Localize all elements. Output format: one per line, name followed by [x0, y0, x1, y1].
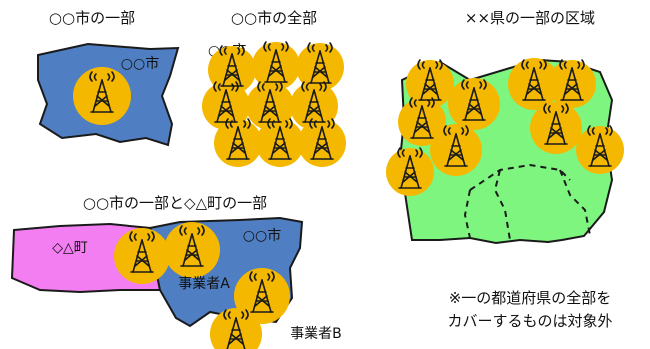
- coverage-area: [202, 82, 250, 130]
- municipal-boundaries: [463, 163, 591, 241]
- coverage-cluster: [386, 58, 624, 196]
- coverage-area: [448, 78, 500, 130]
- coverage-area: [256, 119, 304, 167]
- panel-title: ○○市の全部: [231, 9, 317, 27]
- panel-title: ○○市の一部: [49, 9, 135, 27]
- coverage-area: [164, 222, 220, 278]
- panel-title: ××県の一部の区域: [465, 9, 595, 27]
- coverage-cluster: [202, 41, 346, 167]
- coverage-area: [508, 58, 560, 110]
- town-label: ◇△町: [52, 240, 88, 256]
- note-line-2: カバーするものは対象外: [447, 312, 612, 330]
- coverage-area: [530, 102, 582, 154]
- note-line-1: ※一の都道府県の全部を: [449, 289, 612, 307]
- operator-a-label: 事業者A: [178, 276, 230, 292]
- city-label: ○○市: [243, 227, 281, 244]
- coverage-area: [398, 98, 446, 146]
- operator-b-label: 事業者B: [290, 326, 342, 342]
- coverage-area: [73, 67, 131, 125]
- panel-two-areas: ○○市の一部と◇△町の一部 ◇△町 ○○市 事業者A 事業者B: [10, 194, 342, 349]
- coverage-area: [406, 60, 454, 108]
- coverage-area: [252, 42, 300, 90]
- coverage-area: [114, 228, 170, 284]
- coverage-area: [290, 82, 338, 130]
- coverage-area: [234, 268, 290, 324]
- coverage-area: [296, 43, 344, 91]
- city-label: ○○市: [121, 55, 159, 72]
- panel-city-whole: ○○市の全部 ○○市: [202, 9, 346, 167]
- coverage-area: [210, 308, 262, 349]
- coverage-area: [548, 60, 596, 108]
- coverage-area: [576, 126, 624, 174]
- panel-prefecture-part: ××県の一部の区域 ※一の都道府県: [386, 9, 624, 330]
- coverage-area: [386, 148, 434, 196]
- coverage-area: [246, 82, 294, 130]
- coverage-area: [208, 46, 256, 94]
- panel-title: ○○市の一部と◇△町の一部: [83, 194, 267, 212]
- coverage-area: [298, 119, 346, 167]
- coverage-area: [430, 124, 482, 176]
- panel-city-part: ○○市の一部 ○○市: [37, 9, 180, 147]
- coverage-area: [214, 119, 262, 167]
